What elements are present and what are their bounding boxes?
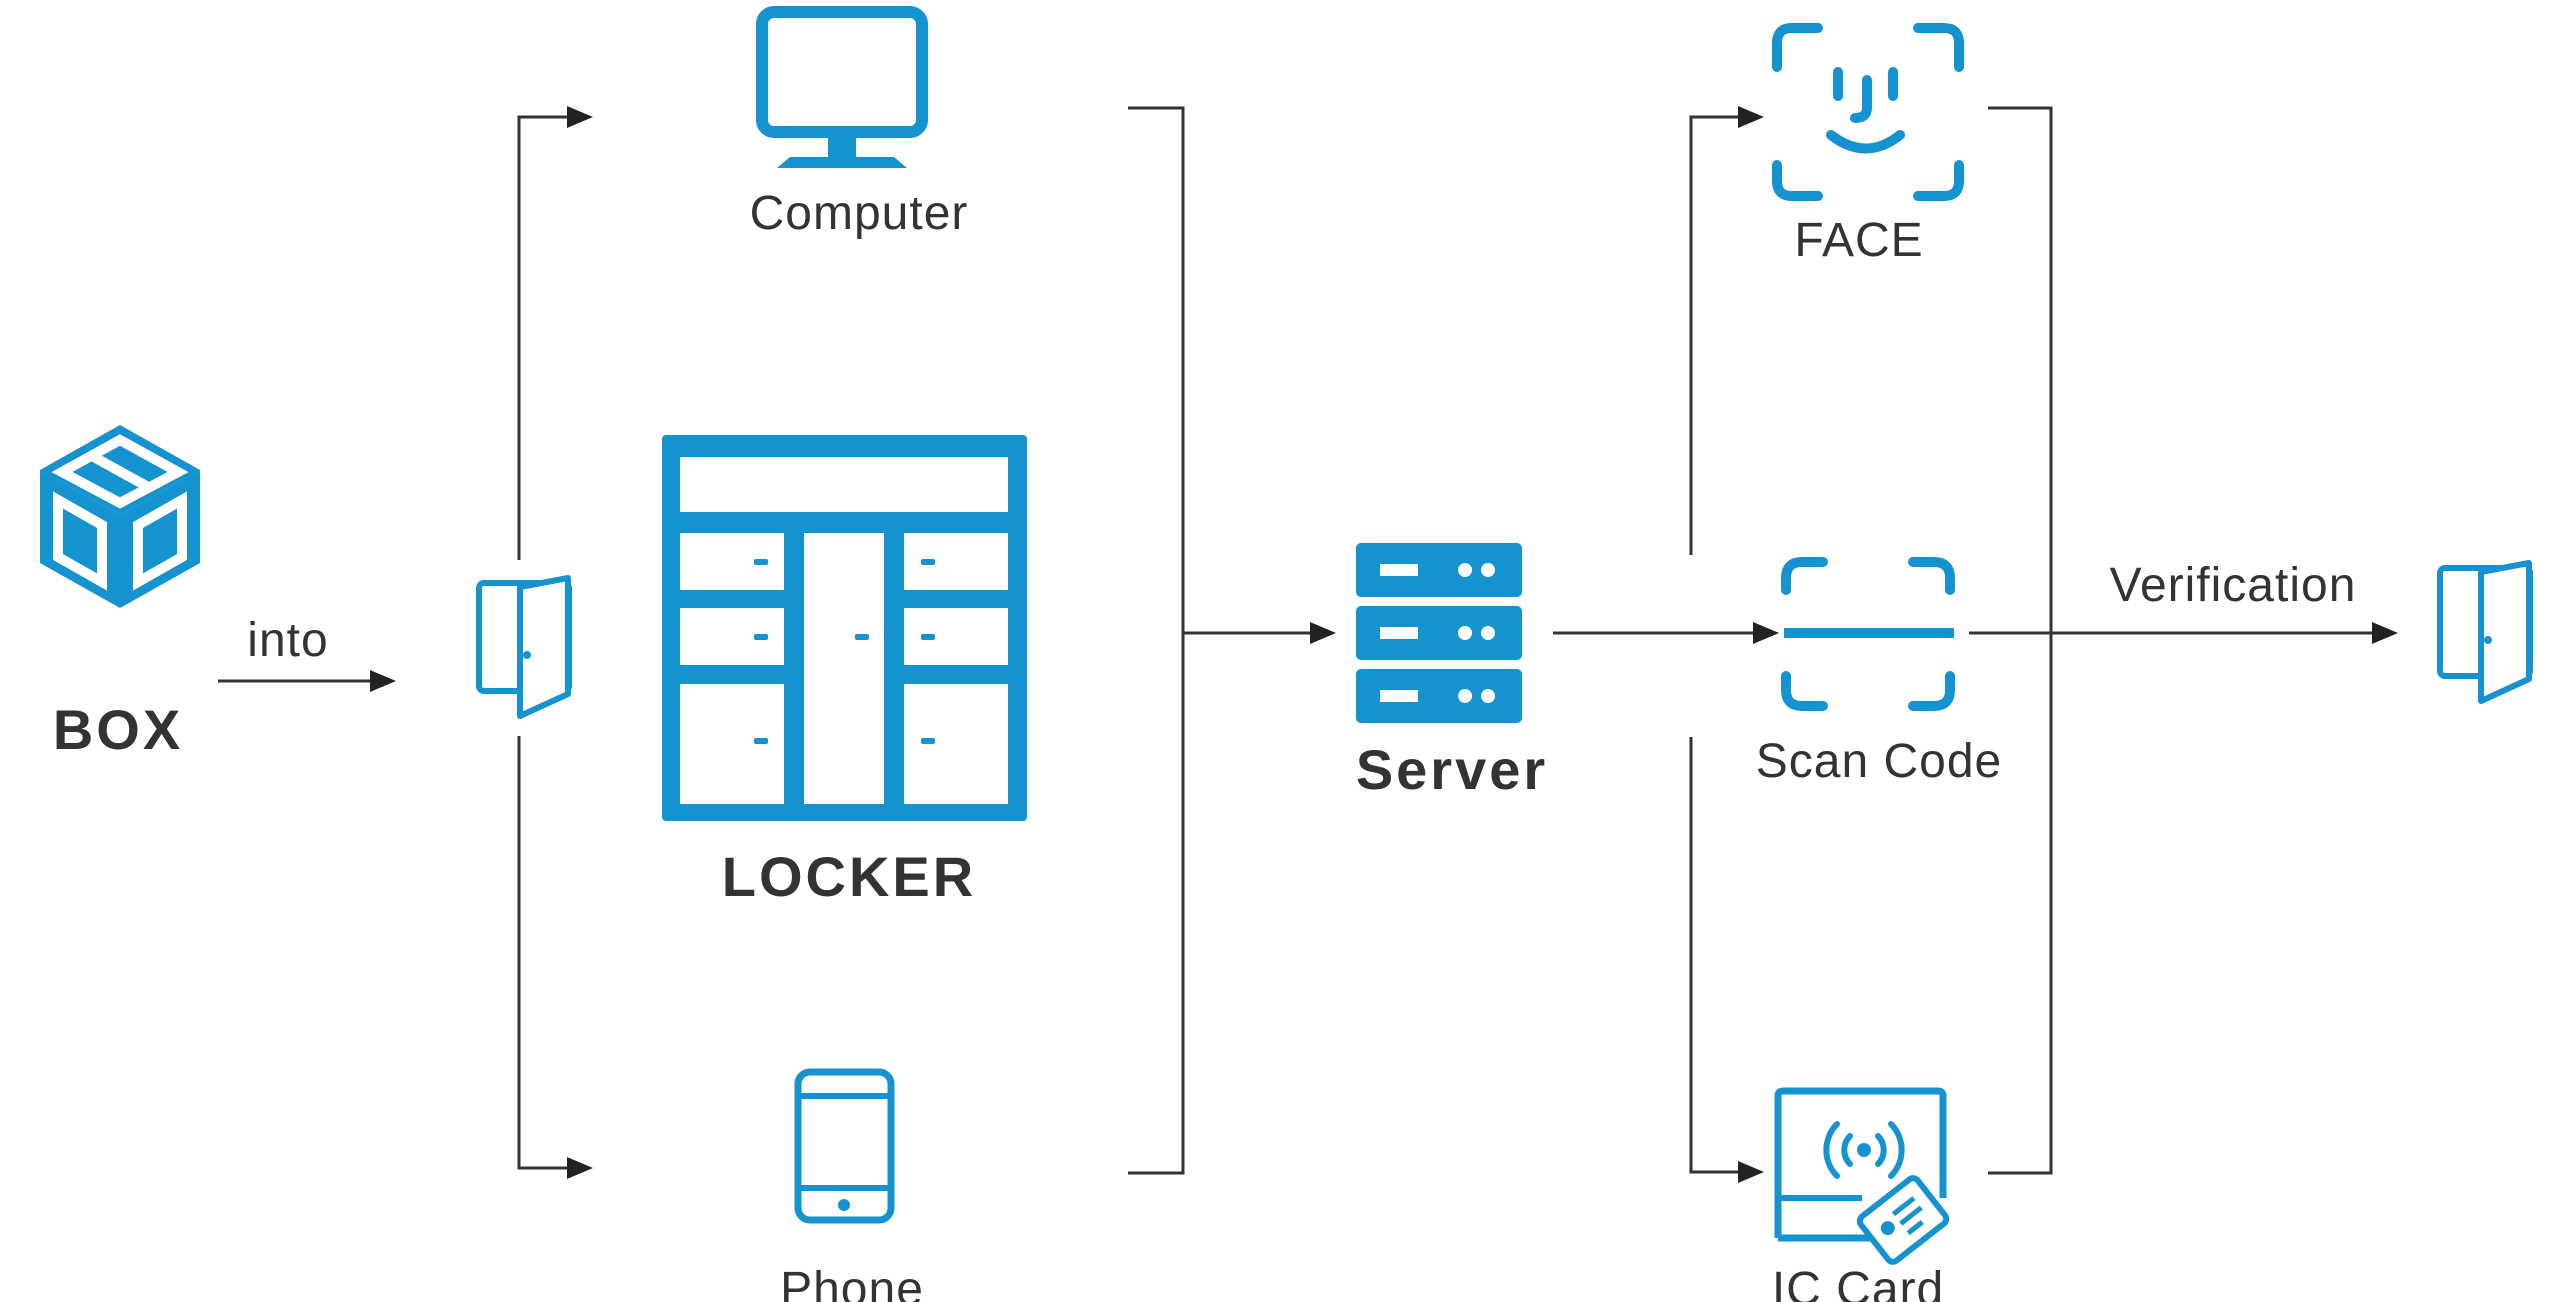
ic-card-label: IC Card [1772, 1263, 1944, 1302]
locker-cabinet-icon [662, 435, 1027, 821]
entry-door-icon [476, 575, 572, 719]
server-label: Server [1356, 738, 1548, 801]
smartphone-icon [794, 1068, 895, 1224]
split-to-inputs-connector [517, 106, 593, 1179]
exit-door-icon [2437, 560, 2533, 704]
split-to-verification-connector [1689, 106, 1764, 1183]
package-box-icon [40, 425, 200, 608]
server-rack-icon [1356, 543, 1522, 723]
server-to-scan-arrow [1553, 622, 1779, 644]
phone-label: Phone [780, 1263, 924, 1302]
locker-label: LOCKER [722, 845, 976, 908]
face-label: FACE [1794, 214, 1923, 267]
computer-label: Computer [750, 187, 969, 240]
merge-to-server-connector [1128, 106, 1336, 1175]
into-label: into [247, 614, 328, 667]
into-arrow [218, 670, 396, 692]
box-label: BOX [53, 698, 183, 761]
scan-code-icon [1781, 557, 1955, 711]
verification-label: Verification [2110, 559, 2357, 612]
computer-monitor-icon [756, 6, 928, 168]
face-scan-icon [1772, 23, 1964, 201]
scan-code-label: Scan Code [1756, 735, 2003, 788]
ic-card-reader-icon [1774, 1087, 1950, 1265]
verification-merge-connector [1969, 106, 2398, 1175]
